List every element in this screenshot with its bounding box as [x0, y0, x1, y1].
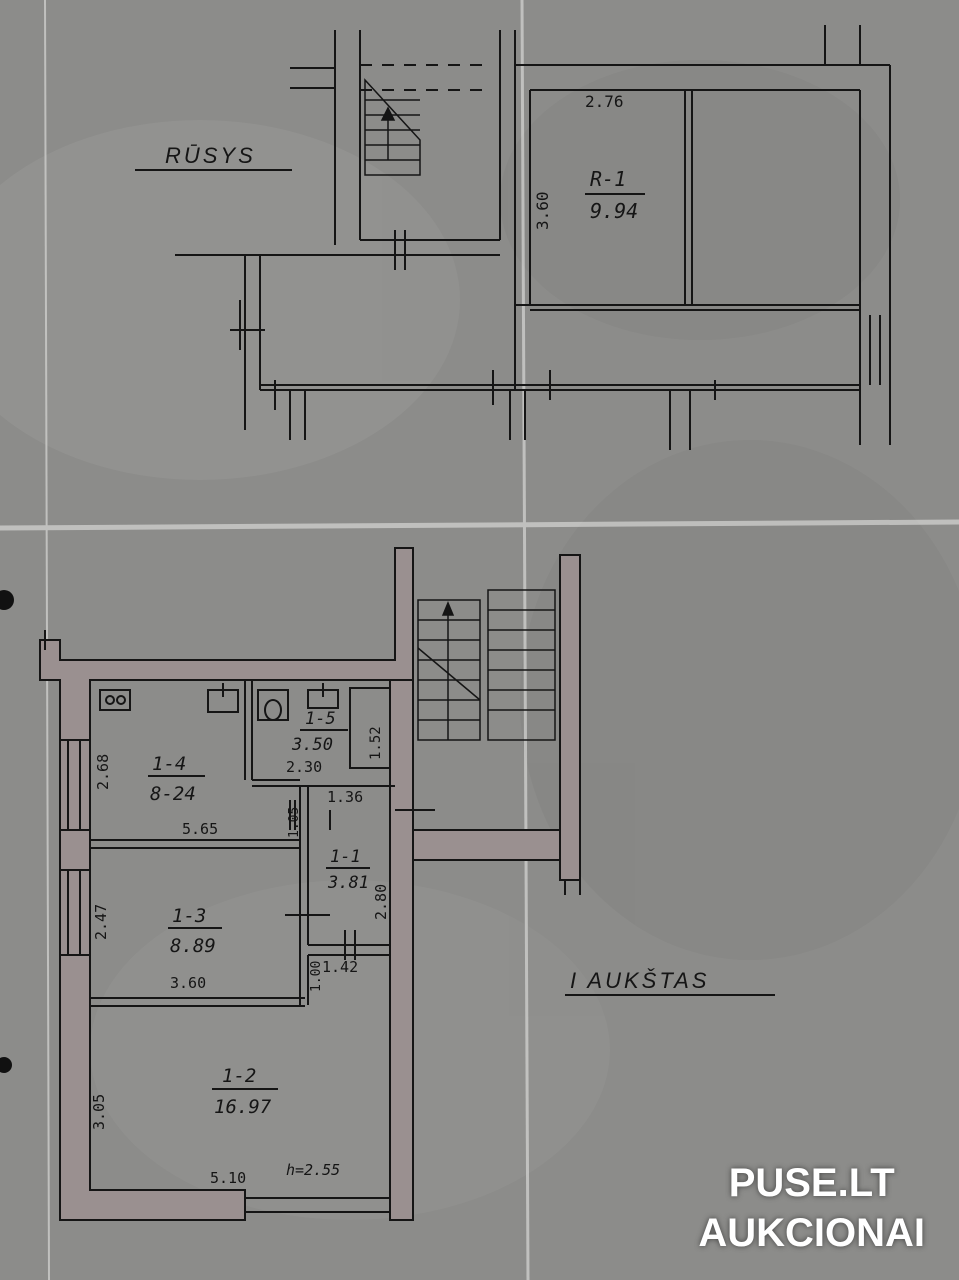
dim-2-80: 2.80 — [372, 884, 390, 920]
dim-2-68: 2.68 — [94, 754, 112, 790]
room-1-4-id: 1-4 — [152, 753, 186, 775]
dim-1-52: 1.52 — [368, 726, 384, 760]
room-1-5-area: 3.50 — [291, 735, 333, 755]
room-1-2-area: 16.97 — [214, 1096, 272, 1118]
ceiling-height: h=2.55 — [286, 1161, 340, 1179]
dim-1-42: 1.42 — [322, 958, 358, 976]
basement-dim-width: 2.76 — [585, 92, 624, 111]
room-1-1-area: 3.81 — [327, 873, 369, 893]
watermark-line2: AUKCIONAI — [698, 1211, 925, 1255]
dim-5-65: 5.65 — [182, 820, 218, 838]
basement-title: RŪSYS — [165, 143, 256, 168]
first-floor-walls — [39, 547, 581, 1221]
room-1-3-area: 8.89 — [170, 935, 216, 957]
room-1-5-id: 1-5 — [305, 709, 336, 729]
room-1-3-id: 1-3 — [172, 905, 206, 927]
first-floor-title: I AUKŠTAS — [570, 968, 709, 993]
room-1-4-area: 8-24 — [150, 783, 196, 805]
first-floor-stairs — [417, 589, 556, 741]
watermark-line1: PUSE.LT — [728, 1161, 895, 1205]
basement-room-area: 9.94 — [590, 199, 638, 223]
first-floor-lines — [44, 630, 581, 1213]
basement-room-id: R-1 — [590, 167, 626, 191]
edge-mark — [0, 1057, 12, 1073]
room-1-1-id: 1-1 — [330, 847, 361, 867]
watermark: PUSE.LT AUKCIONAI — [698, 1158, 925, 1258]
room-1-2-id: 1-2 — [222, 1065, 256, 1087]
dim-1-00: 1.00 — [309, 961, 324, 992]
basement-dim-height: 3.60 — [533, 191, 552, 230]
dim-3-60: 3.60 — [170, 974, 206, 992]
edge-mark — [0, 590, 14, 610]
dim-5-10: 5.10 — [210, 1169, 246, 1187]
dim-1-05: 1.05 — [287, 807, 302, 838]
dim-2-30: 2.30 — [286, 758, 322, 776]
dim-2-47: 2.47 — [92, 904, 110, 940]
basement-stairs — [364, 78, 421, 176]
dim-3-05: 3.05 — [90, 1094, 108, 1130]
basement-plan — [175, 25, 891, 450]
dim-1-36: 1.36 — [327, 788, 363, 806]
